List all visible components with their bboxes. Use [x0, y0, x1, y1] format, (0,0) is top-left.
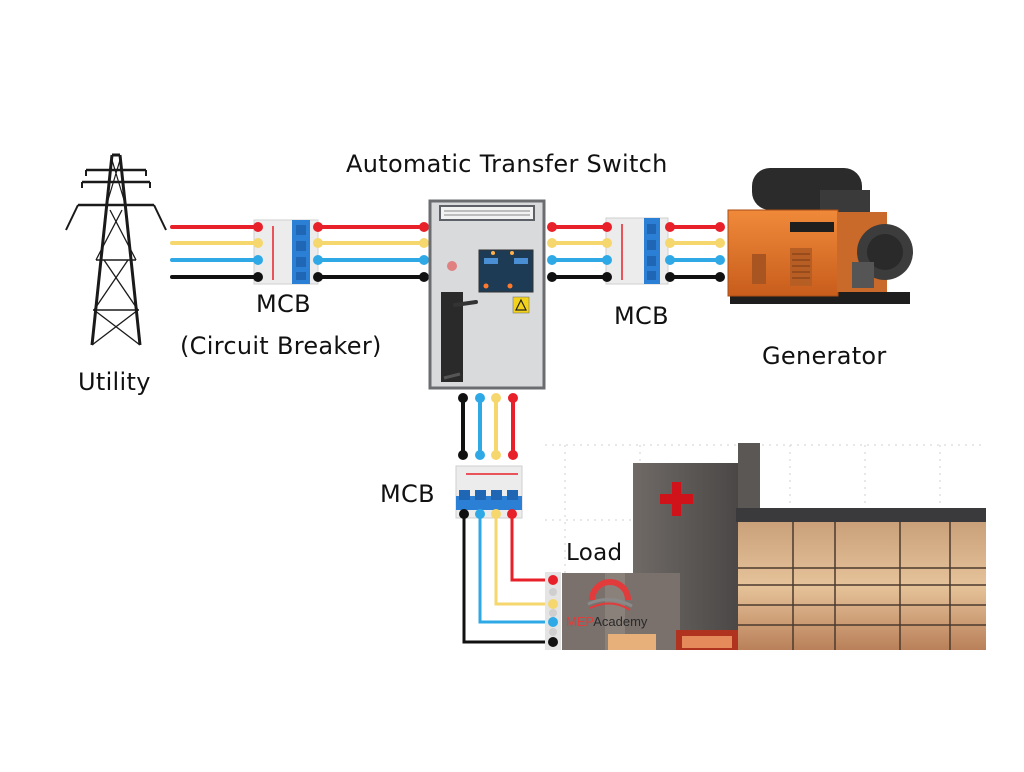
ats-to-load-mcb-wires [458, 393, 518, 460]
mcb-load-label: MCB [380, 480, 435, 508]
watermark-mep: MEP [566, 614, 594, 629]
generator-icon [727, 168, 913, 304]
ats-to-generator-mcb-wires [547, 222, 609, 282]
mcb-to-load-wires [462, 514, 553, 644]
watermark-academy: Academy [593, 614, 648, 629]
mcb-generator-label: MCB [614, 302, 669, 330]
generator-label: Generator [762, 342, 887, 370]
utility-feed-wires [170, 225, 260, 279]
watermark-logo: MEPAcademy [566, 614, 647, 629]
mcb-load-icon [455, 465, 523, 519]
utility-label: Utility [78, 368, 151, 396]
load-label: Load [566, 540, 623, 566]
mcb-utility-icon [253, 219, 323, 285]
circuit-breaker-sublabel: (Circuit Breaker) [180, 332, 382, 360]
transmission-tower-icon [65, 153, 167, 346]
ats-title-label: Automatic Transfer Switch [346, 150, 668, 178]
ats-cabinet-icon [428, 199, 546, 390]
load-terminals [545, 572, 561, 650]
mcb-generator-icon [602, 217, 675, 285]
mcb-to-generator-wires [668, 222, 725, 282]
mcb-utility-label: MCB [256, 290, 311, 318]
mcb-to-ats-wires [316, 222, 429, 282]
mep-academy-logo-icon [587, 579, 633, 611]
